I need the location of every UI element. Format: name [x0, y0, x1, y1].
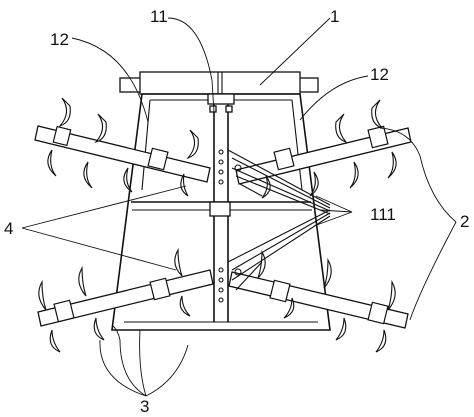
- label-1: 1: [330, 7, 339, 26]
- top-hitch-beam: [119, 71, 319, 95]
- lower-right-gang: [228, 249, 409, 353]
- label-11: 11: [150, 7, 168, 26]
- label-3: 3: [140, 397, 149, 416]
- upper-left-gang: [34, 97, 211, 197]
- label-12-left: 12: [50, 30, 69, 49]
- label-4: 4: [4, 219, 13, 238]
- adjustment-rods: [227, 149, 331, 291]
- label-2: 2: [460, 212, 469, 231]
- label-12-right: 12: [370, 65, 389, 84]
- label-111: 111: [370, 205, 396, 224]
- trapezoid-frame: [111, 93, 331, 331]
- leader-lines: [21, 17, 457, 397]
- lower-left-gang: [37, 247, 214, 353]
- upper-right-gang: [235, 99, 412, 199]
